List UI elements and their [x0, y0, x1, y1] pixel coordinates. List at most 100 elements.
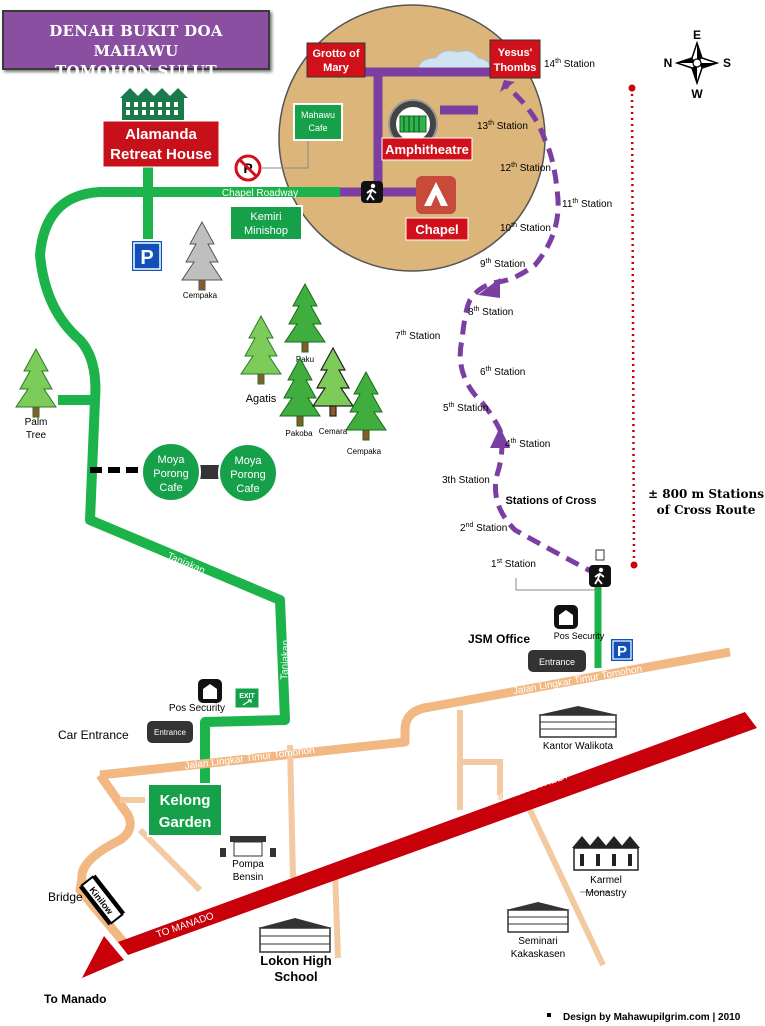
hiker-icon-start: [589, 549, 611, 587]
alamanda-label-2: Retreat House: [110, 146, 212, 163]
pompa-label-2: Bensin: [233, 872, 264, 883]
tent-icon: [424, 182, 448, 206]
moya1-label-1: Moya: [158, 454, 186, 466]
station-label-5: 10th Station: [500, 222, 551, 234]
station-labels: 14th Station 13th Station 12th Station 11th…: [395, 58, 612, 570]
amphitheatre-icon: [403, 116, 420, 132]
footer-credit: Design by Mahawupilgrim.com | 2010: [563, 1012, 741, 1023]
tanjakan-label-2: Tanjakan: [279, 640, 291, 680]
building-icon: [506, 902, 570, 933]
building-icon: [572, 836, 640, 871]
distance-marker-bottom: [630, 561, 638, 569]
yesus-thombs-sign[interactable]: Yesus' Thombs: [489, 39, 541, 79]
mahawu-cafe-label-2: Cafe: [308, 123, 327, 133]
station-label-13: 2nd Station: [460, 522, 507, 534]
karmel-label-2: Monastry: [585, 888, 626, 899]
moya2-label-3: Cafe: [236, 483, 259, 495]
cempaka-top-label: Cempaka: [183, 291, 218, 300]
compass-n: N: [664, 56, 673, 70]
paku-label: Paku: [296, 355, 314, 364]
station-label-2: 13th Station: [477, 120, 528, 132]
kantor-walikota[interactable]: Kantor Walikota: [538, 706, 618, 752]
station-label-4: 11th Station: [562, 198, 612, 210]
compass-e: E: [693, 28, 701, 42]
green-access-road: [35, 165, 340, 790]
compass-w: W: [691, 87, 703, 101]
amphitheatre-label: Amphitheatre: [385, 142, 469, 157]
cemara-label: Cemara: [319, 427, 348, 436]
palm-label-1: Palm: [25, 417, 48, 428]
station-label-3: 12th Station: [500, 162, 551, 174]
distance-marker-line: [630, 87, 636, 566]
map-title-line2: TOMOHON SULUT: [55, 62, 217, 80]
moya1-label-2: Porong: [153, 468, 188, 480]
kinilow-bridge: Kinilow: [78, 874, 126, 926]
entrance-right-label: Entrance: [539, 657, 575, 667]
entrance-left-button[interactable]: Entrance: [147, 721, 193, 743]
chapel-label: Chapel: [415, 222, 458, 237]
tree-palm: [15, 348, 57, 418]
route-length-label-2: of Cross Route: [657, 503, 756, 517]
cloud-decoration: [417, 50, 491, 73]
kemiri-minishop-sign[interactable]: Kemiri Minishop: [229, 205, 303, 241]
tree-pakoba: [279, 357, 321, 427]
kelong-label-2: Garden: [159, 814, 212, 831]
route-length-label-1: ± 800 m Stations: [648, 487, 764, 501]
stations-of-cross-route: [457, 83, 600, 578]
mahawu-cafe-sign[interactable]: Mahawu Cafe: [293, 103, 343, 141]
station-label-12: 3th Station: [442, 475, 490, 486]
no-parking-icon: P: [234, 154, 262, 182]
grotto-label-2: Mary: [323, 62, 350, 74]
building-icon: [120, 88, 188, 120]
station-label-11: 4th Station: [505, 438, 550, 450]
entrance-right-button[interactable]: Entrance: [528, 650, 586, 672]
route-arrow-14: [500, 80, 515, 92]
station-label-9: 6th Station: [480, 366, 525, 378]
distance-marker-top: [628, 84, 636, 92]
lokon-label-1: Lokon High: [260, 953, 332, 968]
pos-security-top[interactable]: Pos Security: [554, 605, 605, 641]
yesus-label-2: Thombs: [494, 62, 537, 74]
chapel-roadway-label: Chapel Roadway: [222, 188, 298, 199]
security-post-icon: [559, 610, 573, 625]
parking-sign-bottom: P: [609, 637, 635, 663]
seminari-kakaskasen[interactable]: Seminari Kakaskasen: [506, 902, 570, 960]
pakoba-label: Pakoba: [285, 429, 313, 438]
connector-lines: [262, 140, 610, 893]
station-label-6: 9th Station: [480, 258, 525, 270]
pompa-bensin[interactable]: Pompa Bensin: [220, 836, 276, 883]
parking-label-top: P: [140, 247, 153, 269]
grotto-of-mary-sign[interactable]: Grotto of Mary: [306, 42, 366, 78]
lokon-high-school[interactable]: Lokon High School: [258, 918, 332, 984]
kemiri-label-2: Minishop: [244, 225, 288, 237]
pompa-label-1: Pompa: [232, 859, 264, 870]
cempaka-bottom-label: Cempaka: [347, 447, 382, 456]
tree-agatis: [240, 315, 282, 385]
alamanda-retreat-house[interactable]: Alamanda Retreat House: [102, 88, 220, 168]
kemiri-label-1: Kemiri: [250, 211, 281, 223]
amphitheatre[interactable]: Amphitheatre: [381, 99, 473, 161]
kelong-garden-sign[interactable]: Kelong Garden: [147, 783, 223, 837]
compass-s: S: [723, 56, 731, 70]
route-arrow-9: [478, 278, 500, 298]
kantor-walikota-label: Kantor Walikota: [543, 741, 614, 752]
gas-station-icon: [220, 836, 276, 857]
to-manado-label: To Manado: [44, 992, 106, 1006]
karmel-monastry[interactable]: Karmel Monastry: [572, 836, 640, 899]
station-label-8: 7th Station: [395, 330, 440, 342]
pos-security-left[interactable]: Pos Security: [169, 679, 225, 714]
seminari-label-1: Seminari: [518, 936, 557, 947]
tanjakan-label-1: Tanjakan: [165, 551, 206, 577]
moya-porong-cafe-1[interactable]: Moya Porong Cafe: [141, 442, 201, 502]
tree-paku: [284, 283, 326, 353]
moya2-label-1: Moya: [235, 455, 263, 467]
moya-porong-cafe-2[interactable]: Moya Porong Cafe: [218, 443, 278, 503]
kelong-label-1: Kelong: [160, 792, 211, 809]
bridge-label: Bridge: [48, 890, 83, 904]
tree-cemara: [312, 347, 354, 417]
chapel-sign[interactable]: Chapel: [405, 176, 469, 241]
karmel-label-1: Karmel: [590, 875, 622, 886]
station-label-1: 14th Station: [544, 58, 595, 70]
entrance-left-label: Entrance: [154, 728, 187, 737]
